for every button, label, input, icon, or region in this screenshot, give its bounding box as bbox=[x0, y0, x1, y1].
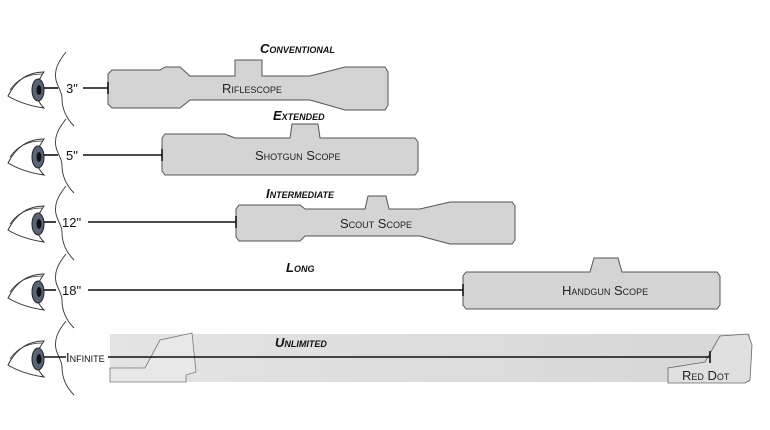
distance-label: 12" bbox=[62, 215, 81, 230]
scope-label: Handgun Scope bbox=[562, 283, 648, 298]
riflescope-shape bbox=[107, 59, 389, 111]
scout-scope-shape bbox=[235, 195, 516, 245]
red-dot-band bbox=[110, 334, 750, 382]
category-label: Unlimited bbox=[275, 335, 327, 350]
row-intermediate: 12" Intermediate Scout Scope bbox=[7, 185, 516, 261]
distance-label: 18" bbox=[62, 283, 81, 298]
scope-label: Shotgun Scope bbox=[255, 148, 340, 163]
category-label: Long bbox=[286, 260, 314, 275]
category-label: Extended bbox=[273, 108, 325, 123]
row-long: 18" Long Handgun Scope bbox=[7, 253, 721, 329]
distance-label: 3" bbox=[66, 81, 78, 96]
row-extended: 5" Extended Shotgun Scope bbox=[7, 108, 419, 194]
eye-icon bbox=[7, 51, 75, 127]
distance-label: 5" bbox=[66, 148, 78, 163]
handgun-scope-shape bbox=[462, 257, 721, 310]
eye-icon bbox=[7, 118, 75, 194]
scope-label: Riflescope bbox=[222, 81, 282, 96]
category-label: Intermediate bbox=[266, 186, 335, 201]
shotgun-scope-shape bbox=[161, 123, 419, 176]
category-label: Conventional bbox=[260, 41, 335, 56]
eye-icon bbox=[7, 320, 75, 396]
distance-label: Infinite bbox=[66, 350, 105, 365]
row-unlimited: Infinite Unlimited Red Dot bbox=[7, 320, 753, 396]
scope-label: Red Dot bbox=[682, 368, 730, 383]
scope-label: Scout Scope bbox=[340, 216, 412, 231]
row-conventional: 3" Conventional Riflescope bbox=[7, 41, 389, 127]
